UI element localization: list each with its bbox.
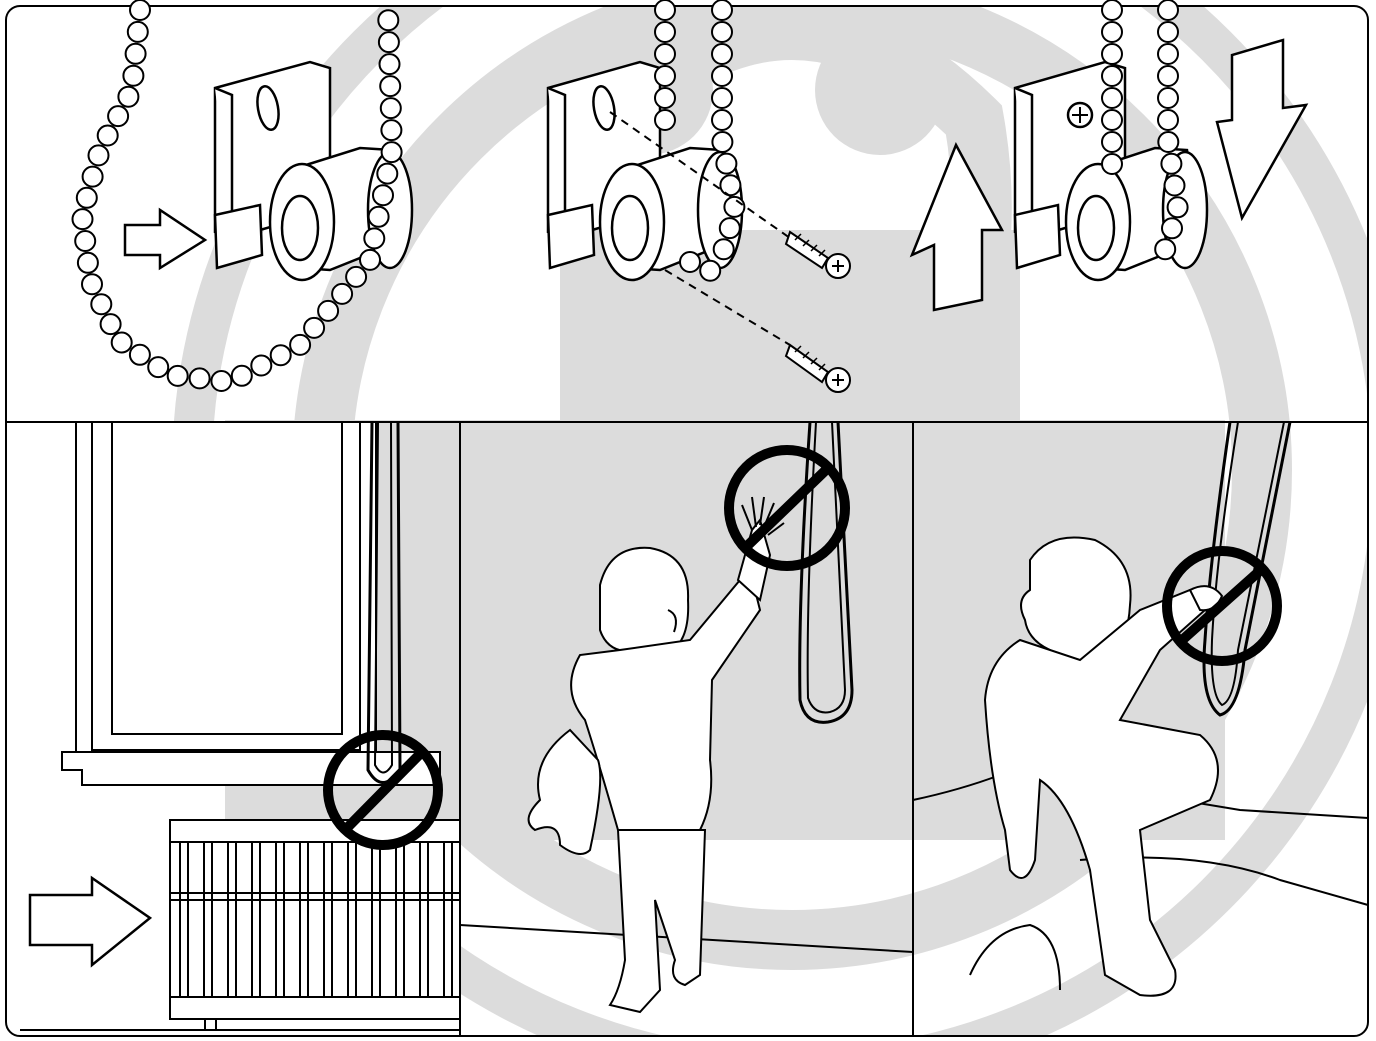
chain-bead xyxy=(1102,154,1122,174)
chain-bead xyxy=(232,366,252,386)
chain-bead xyxy=(1102,132,1122,152)
chain-bead xyxy=(712,88,732,108)
chain-bead xyxy=(1158,0,1178,20)
chain-bead xyxy=(130,345,150,365)
chain-bead xyxy=(318,301,338,321)
chain-bead xyxy=(1161,154,1181,174)
chain-bead xyxy=(655,110,675,130)
chain-bead xyxy=(378,10,398,30)
chain-bead xyxy=(712,110,732,130)
chain-bead xyxy=(1168,197,1188,217)
chain-bead xyxy=(373,185,393,205)
chain-bead xyxy=(1158,66,1178,86)
chain-bead xyxy=(101,314,121,334)
chain-bead xyxy=(108,106,128,126)
chain-bead xyxy=(123,66,143,86)
chain-bead xyxy=(1102,44,1122,64)
chain-bead xyxy=(724,197,744,217)
chain-bead xyxy=(82,274,102,294)
chain-bead xyxy=(1102,0,1122,20)
chain-bead xyxy=(381,98,401,118)
chain-bead xyxy=(304,318,324,338)
chain-bead xyxy=(382,142,402,162)
insert-arrow-icon xyxy=(125,210,205,268)
chain-bead xyxy=(1158,22,1178,42)
chain-bead xyxy=(379,32,399,52)
right-arrow-icon xyxy=(30,878,150,965)
chain-bead xyxy=(369,207,389,227)
chain-bead xyxy=(78,253,98,273)
chain-bead xyxy=(75,231,95,251)
chain-bead xyxy=(700,261,720,281)
chain-bead xyxy=(360,250,380,270)
chain-bead xyxy=(211,371,231,391)
chain-bead xyxy=(712,66,732,86)
chain-bead xyxy=(112,333,132,353)
chain-bead xyxy=(73,209,93,229)
chain-bead xyxy=(290,335,310,355)
chain-bead xyxy=(364,228,384,248)
chain-bead xyxy=(720,175,740,195)
chain-bead xyxy=(1158,44,1178,64)
chain-bead xyxy=(655,22,675,42)
chain-bead xyxy=(655,0,675,20)
chain-bead xyxy=(1158,110,1178,130)
chain-bead xyxy=(190,368,210,388)
chain-bead xyxy=(380,54,400,74)
chain-bead xyxy=(251,356,271,376)
chain-bead xyxy=(381,120,401,140)
chain-bead xyxy=(1102,88,1122,108)
chain-bead xyxy=(1102,66,1122,86)
chain-bead xyxy=(1102,110,1122,130)
chain-bead xyxy=(1155,239,1175,259)
chain-bead xyxy=(118,87,138,107)
chain-bead xyxy=(712,44,732,64)
chain-bead xyxy=(655,66,675,86)
chain-bead xyxy=(346,267,366,287)
chain-bead xyxy=(1102,22,1122,42)
chain-bead xyxy=(83,167,103,187)
chain-bead xyxy=(714,239,734,259)
chain-bead xyxy=(680,252,700,272)
chain-bead xyxy=(271,345,291,365)
chain-bead xyxy=(1162,218,1182,238)
chain-bead xyxy=(77,188,97,208)
chain-bead xyxy=(655,44,675,64)
chain-bead xyxy=(720,218,740,238)
chain-bead xyxy=(377,164,397,184)
chain-bead xyxy=(126,44,146,64)
chain-bead xyxy=(98,126,118,146)
chain-bead xyxy=(168,366,188,386)
chain-bead xyxy=(91,294,111,314)
chain-bead xyxy=(128,22,148,42)
chain-bead xyxy=(712,132,732,152)
chain-bead xyxy=(1165,176,1185,196)
chain-bead xyxy=(712,0,732,20)
chain-bead xyxy=(130,0,150,20)
chain-bead xyxy=(148,357,168,377)
chain-bead xyxy=(655,88,675,108)
chain-bead xyxy=(89,145,109,165)
chain-bead xyxy=(716,154,736,174)
chain-bead xyxy=(380,76,400,96)
chain-bead xyxy=(1158,132,1178,152)
chain-bead xyxy=(1158,88,1178,108)
chain-bead xyxy=(332,284,352,304)
chain-bead xyxy=(712,22,732,42)
